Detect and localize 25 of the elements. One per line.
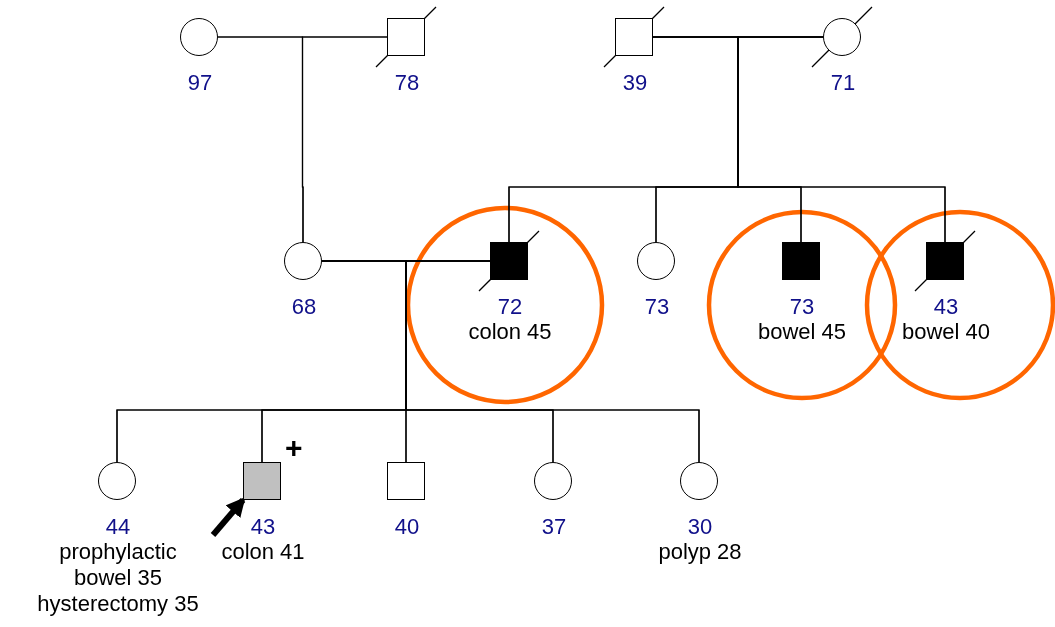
age-label: 97	[186, 70, 214, 96]
age-label: 72	[496, 294, 524, 320]
diagnosis-label: colon 41	[220, 539, 306, 565]
age-label: 71	[829, 70, 857, 96]
diagnosis-label: polyp 28	[657, 539, 743, 565]
age-label: 44	[104, 514, 132, 540]
descent-line	[405, 260, 700, 463]
age-label: 39	[621, 70, 649, 96]
age-label: 37	[540, 514, 568, 540]
test-result-mark: +	[285, 433, 303, 463]
age-label: 78	[393, 70, 421, 96]
age-label: 43	[249, 514, 277, 540]
age-label: 43	[932, 294, 960, 320]
diagnosis-label: bowel 45	[756, 319, 848, 345]
age-label: 68	[290, 294, 318, 320]
diagnosis-label: colon 45	[467, 319, 553, 345]
descent-line	[737, 36, 946, 243]
proband-arrow	[210, 497, 246, 537]
age-label: 73	[788, 294, 816, 320]
diagnosis-label: prophylactic bowel 35 hysterectomy 35	[36, 539, 200, 617]
descent-line	[301, 36, 388, 243]
age-label: 30	[686, 514, 714, 540]
diagnosis-label: bowel 40	[900, 319, 992, 345]
age-label: 73	[643, 294, 671, 320]
age-label: 40	[393, 514, 421, 540]
